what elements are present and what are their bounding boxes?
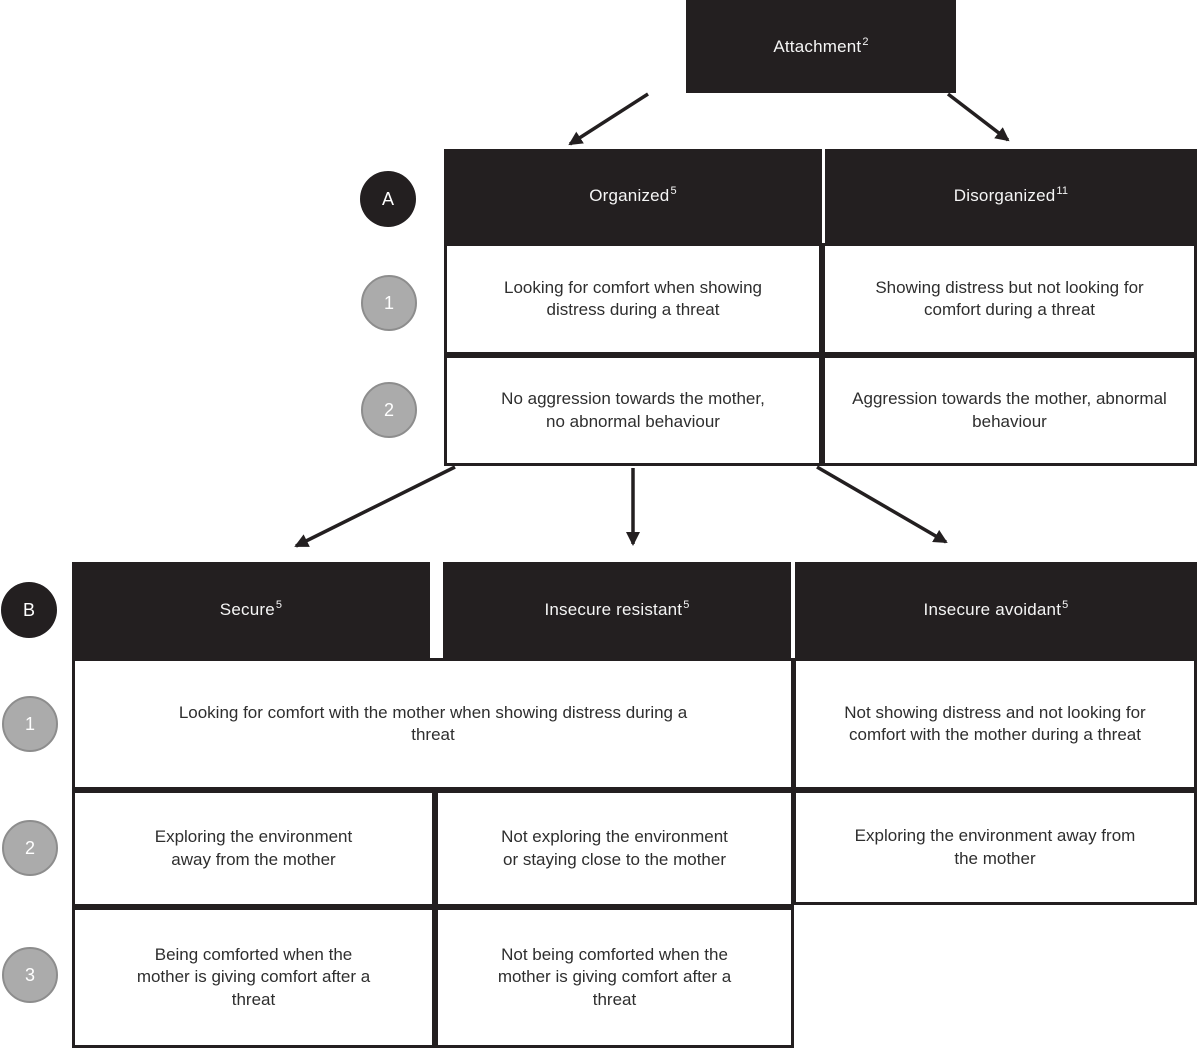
row-marker-label: 1 bbox=[383, 292, 394, 313]
section-b-row1-marker: 1 bbox=[2, 696, 58, 752]
row-marker-label: 3 bbox=[24, 964, 35, 985]
cell-insecure-resistant-criterion-2: Not exploring the environment or staying… bbox=[435, 790, 794, 907]
cell-secure-criterion-3: Being comforted when the mother is givin… bbox=[72, 907, 435, 1048]
cell-insecure-avoidant-criterion-2: Exploring the environment away from the … bbox=[793, 790, 1197, 905]
cell-text: Exploring the environment away from the … bbox=[154, 827, 353, 869]
arrow-root-to-disorganized bbox=[946, 92, 1010, 142]
cell-text: Not showing distress and not looking for… bbox=[844, 702, 1146, 744]
section-a-marker-label: A bbox=[381, 188, 394, 209]
header-organized: Organized5 bbox=[444, 149, 822, 243]
arrow-organized-to-secure bbox=[294, 465, 456, 548]
header-insecure-resistant: Insecure resistant5 bbox=[443, 562, 791, 658]
cell-text: Looking for comfort with the mother when… bbox=[178, 702, 688, 744]
cell-text: Showing distress but not looking for com… bbox=[875, 277, 1144, 319]
cell-text: Being comforted when the mother is givin… bbox=[136, 944, 371, 1009]
header-organized-label: Organized5 bbox=[589, 185, 677, 205]
header-insecure-avoidant: Insecure avoidant5 bbox=[795, 562, 1197, 658]
header-insecure-resistant-label: Insecure resistant5 bbox=[544, 599, 690, 619]
cell-insecure-resistant-criterion-3: Not being comforted when the mother is g… bbox=[435, 907, 794, 1048]
section-b-marker: B bbox=[1, 582, 57, 638]
header-secure-label: Secure5 bbox=[219, 599, 283, 619]
cell-text: Not being comforted when the mother is g… bbox=[497, 944, 732, 1009]
section-a-marker: A bbox=[360, 171, 416, 227]
cell-text: Not exploring the environment or staying… bbox=[501, 827, 728, 869]
cell-organized-criterion-2: No aggression towards the mother, no abn… bbox=[444, 355, 822, 466]
arrow-root-to-organized bbox=[568, 92, 649, 146]
cell-disorganized-criterion-2: Aggression towards the mother, abnormal … bbox=[822, 355, 1197, 466]
root-label: Attachment2 bbox=[773, 35, 869, 56]
row-marker-label: 1 bbox=[24, 713, 35, 734]
row-marker-label: 2 bbox=[383, 399, 394, 420]
section-a-row1-marker: 1 bbox=[361, 275, 417, 331]
cell-organized-criterion-1: Looking for comfort when showing distres… bbox=[444, 243, 822, 355]
root-node-attachment: Attachment2 bbox=[686, 0, 956, 93]
cell-text: Exploring the environment away from the … bbox=[854, 826, 1136, 868]
cell-text: Looking for comfort when showing distres… bbox=[504, 277, 762, 319]
cell-disorganized-criterion-1: Showing distress but not looking for com… bbox=[822, 243, 1197, 355]
cell-secure-resistant-criterion-1-merged: Looking for comfort with the mother when… bbox=[72, 658, 794, 790]
section-b-marker-label: B bbox=[22, 599, 35, 620]
arrow-organized-to-insecure-avoidant bbox=[816, 465, 948, 544]
header-secure: Secure5 bbox=[72, 562, 430, 658]
header-disorganized: Disorganized11 bbox=[825, 149, 1197, 243]
header-insecure-avoidant-label: Insecure avoidant5 bbox=[923, 599, 1069, 619]
section-b-row3-marker: 3 bbox=[2, 947, 58, 1003]
cell-text: Aggression towards the mother, abnormal … bbox=[852, 389, 1167, 431]
section-a-row2-marker: 2 bbox=[361, 382, 417, 438]
cell-secure-criterion-2: Exploring the environment away from the … bbox=[72, 790, 435, 907]
header-disorganized-label: Disorganized11 bbox=[953, 185, 1069, 205]
section-b-row2-marker: 2 bbox=[2, 820, 58, 876]
cell-text: No aggression towards the mother, no abn… bbox=[501, 389, 765, 431]
cell-insecure-avoidant-criterion-1: Not showing distress and not looking for… bbox=[793, 658, 1197, 790]
row-marker-label: 2 bbox=[24, 837, 35, 858]
